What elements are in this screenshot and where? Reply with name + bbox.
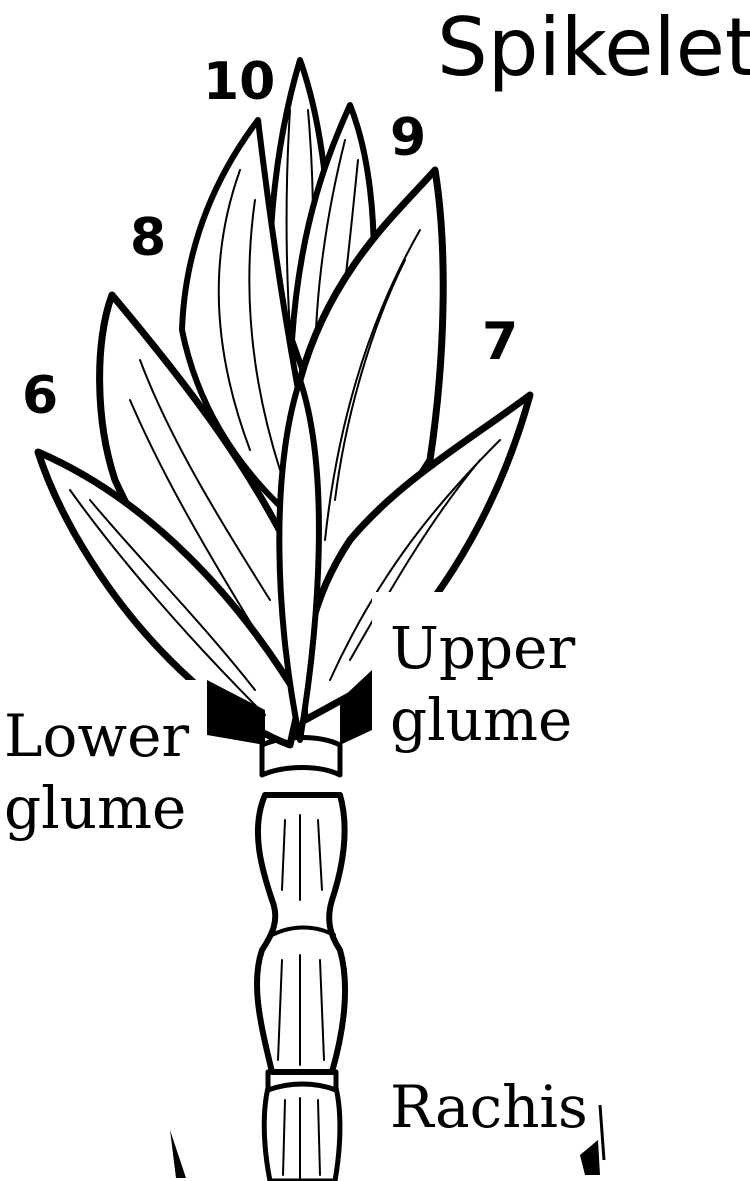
upper-glume-label-line1: Upper — [390, 612, 575, 684]
upper-glume-label: Upper glume — [390, 612, 575, 756]
floret-number-6: 6 — [22, 370, 58, 422]
floret-number-9: 9 — [390, 112, 426, 164]
diagram-title: Spikelet — [437, 8, 750, 88]
rachis-label: Rachis — [390, 1078, 588, 1136]
lower-glume-label-line2: glume — [4, 772, 189, 844]
upper-glume-label-line2: glume — [390, 684, 575, 756]
floret-number-8: 8 — [130, 212, 166, 264]
floret-number-7: 7 — [482, 316, 518, 368]
floret-number-10: 10 — [203, 56, 275, 108]
lower-glume-label-line1: Lower — [4, 700, 189, 772]
lower-glume-label: Lower glume — [4, 700, 189, 844]
